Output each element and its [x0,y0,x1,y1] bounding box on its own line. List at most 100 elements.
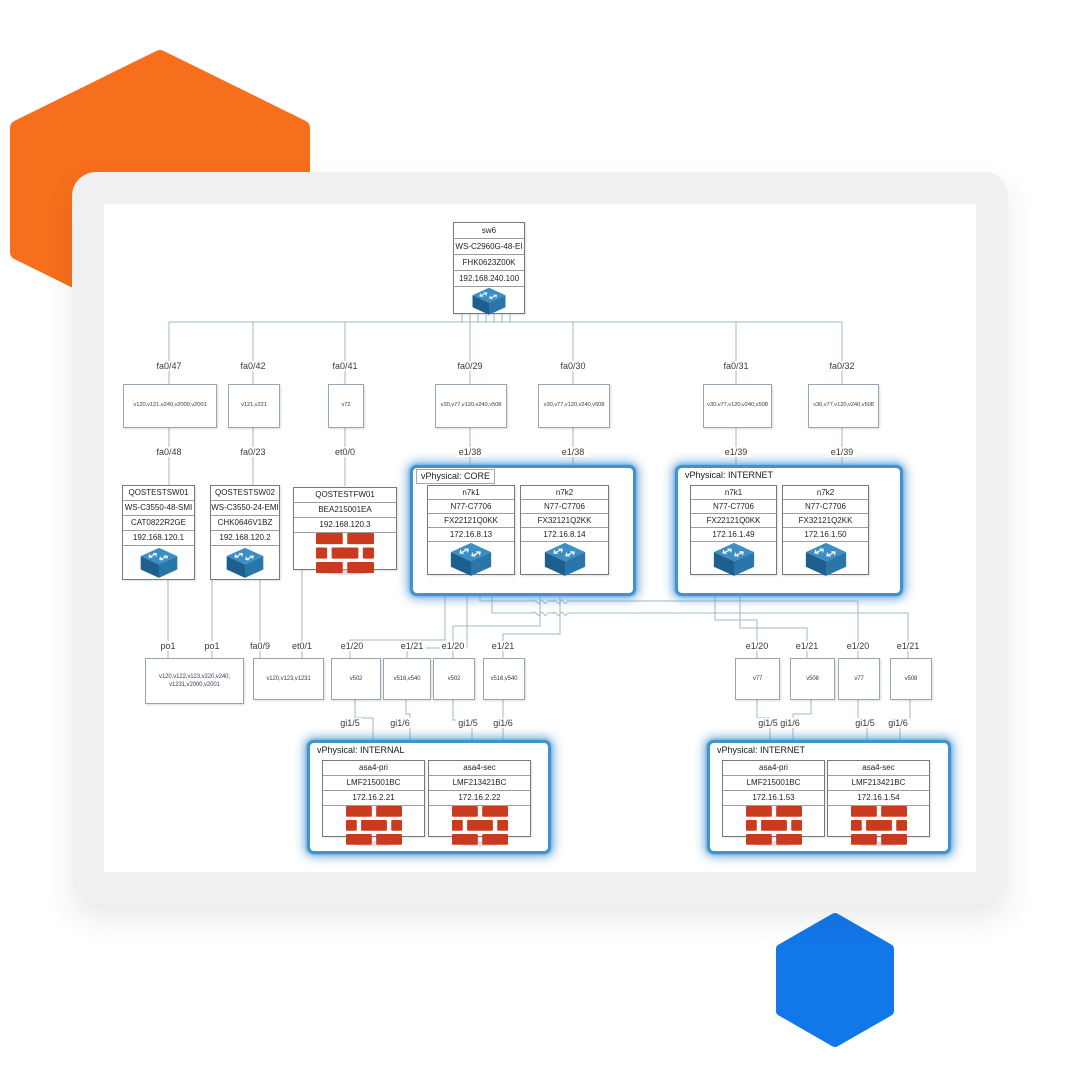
group-title: vPhysical: INTERNET [681,469,778,482]
device-detail: 192.168.120.3 [294,518,396,533]
vlan-box[interactable]: v72 [328,384,364,428]
device-detail: LMF213421BC [828,776,929,791]
group-title: vPhysical: CORE [416,469,496,484]
vlan-box[interactable]: v516,v540 [383,658,431,700]
vlan-box[interactable]: v121,v221 [228,384,280,428]
port-label: po1 [158,641,178,651]
switch-icon [226,547,264,578]
device-detail: WS-C3550-24-EMI [211,501,279,516]
port-label: fa0/9 [247,641,273,651]
device-detail: N77-C7706 [783,500,868,514]
device-icon-area [691,542,776,577]
vlan-box[interactable]: v77 [838,658,880,700]
device-detail: FX22121Q0KK [428,514,514,528]
switch-icon [544,542,585,576]
port-label: fa0/32 [827,361,857,371]
vlan-box[interactable]: v502 [331,658,381,700]
device-detail: LMF213421BC [429,776,530,791]
vlan-box[interactable]: v120,v121,v240,v2000,v2001 [123,384,217,428]
port-label: fa0/42 [238,361,268,371]
device-detail: N77-C7706 [691,500,776,514]
device-name: n7k2 [783,486,868,500]
wire-jump-mark [532,599,548,604]
device-icon-area [723,806,824,847]
port-label: fa0/30 [558,361,588,371]
device-name: QOSTESTSW02 [211,486,279,501]
vlan-box[interactable]: v120,v122,v123,v220,v240, v1231,v2000,v2… [145,658,244,704]
device-detail: 192.168.120.1 [123,531,194,546]
device-detail: 172.16.2.22 [429,791,530,806]
device-detail: WS-C2960G-48-EI [454,239,524,255]
wire-jump-mark [552,599,568,604]
port-label: fa0/41 [330,361,360,371]
vlan-box[interactable]: v502 [433,658,475,700]
device-icon-area [123,546,194,579]
device-detail: N77-C7706 [521,500,608,514]
vlan-box[interactable]: v30,v77,v120,v240,v508 [808,384,879,428]
vlan-box[interactable]: v508 [890,658,932,700]
device-icon-area [323,806,424,847]
device-detail: 172.16.1.50 [783,528,868,542]
device-name: asa4-sec [828,761,929,776]
device-detail: 192.168.120.2 [211,531,279,546]
port-label: et0/1 [289,641,315,651]
port-label: e1/20 [743,641,771,651]
device-detail: LMF215001BC [723,776,824,791]
device-icon-area [294,533,396,575]
vlan-box[interactable]: v516,v540 [483,658,525,700]
port-label: e1/21 [398,641,426,651]
vlan-box[interactable]: v77 [735,658,780,700]
port-label: e1/20 [439,641,467,651]
port-label: fa0/31 [721,361,751,371]
vlan-box[interactable]: v508 [790,658,835,700]
port-label: e1/21 [894,641,922,651]
port-label: gi1/5 [756,718,780,728]
firewall-icon [850,806,907,847]
port-label: et0/0 [332,447,358,457]
device-detail: 172.16.1.53 [723,791,824,806]
port-label: e1/38 [456,447,484,457]
port-label: e1/39 [828,447,856,457]
device-detail: FX32121Q2KK [783,514,868,528]
wire [405,698,411,758]
device-icon-area [454,287,524,316]
wire-jump-mark [552,611,568,616]
switch-icon [140,547,177,578]
port-label: e1/21 [793,641,821,651]
port-label: gi1/6 [388,718,412,728]
vlan-box[interactable]: v30,v77,v120,v240,v508 [435,384,507,428]
switch-icon [472,287,506,315]
port-label: gi1/6 [491,718,515,728]
device-detail: FX22121Q0KK [691,514,776,528]
port-label: po1 [202,641,222,651]
port-label: e1/39 [722,447,750,457]
vlan-box[interactable]: v120,v123,v1231 [253,658,324,700]
vlan-box[interactable]: v30,v77,v120,v240,v508 [538,384,610,428]
device-name: asa4-pri [723,761,824,776]
port-label: e1/20 [844,641,872,651]
device-icon-area [211,546,279,579]
device-detail: FX32121Q2KK [521,514,608,528]
device-detail: BEA215001EA [294,503,396,518]
port-label: e1/21 [489,641,517,651]
port-label: fa0/23 [238,447,268,457]
port-label: gi1/5 [456,718,480,728]
firewall-icon [745,806,802,847]
firewall-icon [345,806,402,847]
wire [567,600,859,658]
wire [491,590,533,614]
vlan-box[interactable]: v30,v77,v120,v240,v508 [703,384,772,428]
